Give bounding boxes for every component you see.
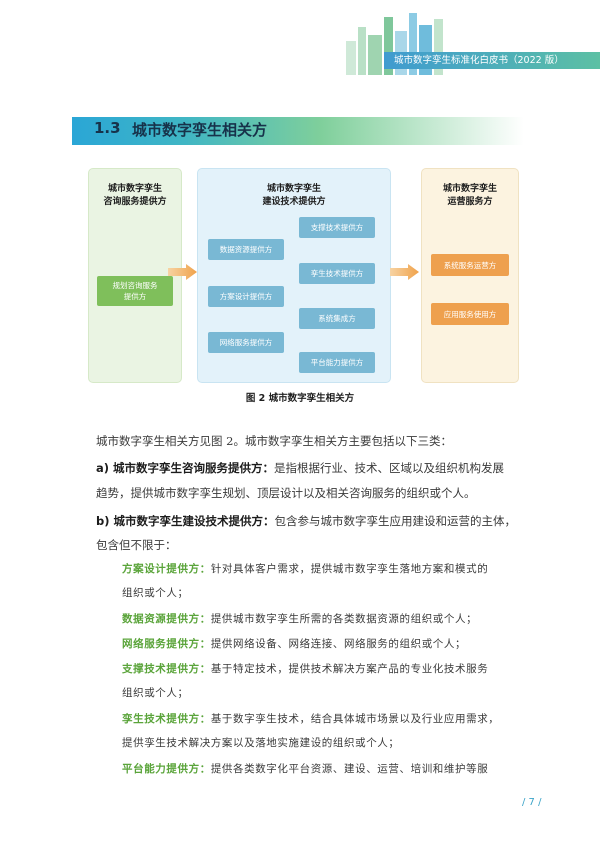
list-item: 平台能力提供方：提供各类数字化平台资源、建设、运营、培训和维护等服 (122, 761, 488, 776)
list-item-text: 基于特定技术，提供技术解决方案产品的专业化技术服务 (210, 663, 489, 675)
list-item: 网络服务提供方：提供网络设备、网络连接、网络服务的组织或个人； (122, 636, 466, 651)
list-item-text: 针对具体客户需求，提供城市数字孪生落地方案和模式的 (210, 563, 489, 575)
chip-app-users: 应用服务使用方 (431, 303, 509, 325)
intro-paragraph: 城市数字孪生相关方见图 2。城市数字孪生相关方主要包括以下三类： (96, 434, 452, 448)
list-item-cont: 提供孪生技术解决方案以及落地实施建设的组织或个人； (122, 737, 400, 749)
list-item: 孪生技术提供方：基于数字孪生技术，结合具体城市场景以及行业应用需求， (122, 711, 499, 726)
list-item-label: 数据资源提供方： (122, 613, 211, 625)
list-item-label: 平台能力提供方： (122, 763, 211, 775)
list-item-label: 孪生技术提供方： (122, 713, 211, 725)
chip-system-integration: 系统集成方 (299, 308, 375, 329)
item-b-line1: b) 城市数字孪生建设技术提供方：包含参与城市数字孪生应用建设和运营的主体， (96, 513, 516, 529)
consult-chip: 规划咨询服务 提供方 (97, 276, 173, 306)
list-item-text: 提供城市数字孪生所需的各类数据资源的组织或个人； (210, 613, 478, 625)
item-a-label: a) 城市数字孪生咨询服务提供方： (96, 461, 275, 475)
list-item-label: 方案设计提供方： (122, 563, 211, 575)
build-title-2: 建设技术提供方 (262, 197, 326, 207)
build-title-1: 城市数字孪生 (266, 184, 321, 194)
figure-caption: 图 2 城市数字孪生相关方 (245, 393, 355, 404)
section-heading: 1.3 城市数字孪生相关方 (72, 117, 524, 145)
consult-title-1: 城市数字孪生 (107, 184, 162, 194)
header-title: 城市数字孪生标准化白皮书（2022 版） (384, 52, 600, 69)
list-item-label: 支撑技术提供方： (122, 663, 211, 675)
item-b-text-2: 包含但不限于： (96, 538, 177, 552)
list-item-text: 提供各类数字化平台资源、建设、运营、培训和维护等服 (210, 763, 489, 775)
list-item: 支撑技术提供方：基于特定技术，提供技术解决方案产品的专业化技术服务 (122, 661, 488, 676)
list-item-cont: 组织或个人； (122, 687, 189, 699)
chip-support-tech: 支撑技术提供方 (299, 217, 375, 238)
consult-title-2: 咨询服务提供方 (103, 197, 167, 207)
ops-title-1: 城市数字孪生 (442, 184, 497, 194)
item-b-text-1: 包含参与城市数字孪生应用建设和运营的主体， (274, 514, 517, 528)
page-number: / 7 / (522, 797, 542, 808)
chip-data-resource: 数据资源提供方 (208, 239, 284, 260)
build-panel: 城市数字孪生 建设技术提供方 数据资源提供方 方案设计提供方 网络服务提供方 支… (197, 168, 391, 383)
item-a-line1: a) 城市数字孪生咨询服务提供方：是指根据行业、技术、区域以及组织机构发展 (96, 460, 504, 476)
list-item: 方案设计提供方：针对具体客户需求，提供城市数字孪生落地方案和模式的 (122, 561, 488, 576)
consult-chip-line1: 规划咨询服务 (112, 281, 158, 290)
list-item: 数据资源提供方：提供城市数字孪生所需的各类数据资源的组织或个人； (122, 611, 477, 626)
chip-platform-capability: 平台能力提供方 (299, 352, 375, 373)
ops-panel: 城市数字孪生 运营服务方 系统服务运营方 应用服务使用方 (421, 168, 519, 383)
item-a-text-1: 是指根据行业、技术、区域以及组织机构发展 (274, 461, 505, 475)
arrow-right-icon (390, 264, 419, 280)
consult-chip-line2: 提供方 (123, 292, 147, 301)
list-item-cont: 组织或个人； (122, 587, 189, 599)
section-number: 1.3 (94, 119, 121, 137)
chip-solution-design: 方案设计提供方 (208, 286, 284, 307)
list-item-text: 提供网络设备、网络连接、网络服务的组织或个人； (210, 638, 467, 650)
chip-system-ops: 系统服务运营方 (431, 254, 509, 276)
chip-twin-tech: 孪生技术提供方 (299, 263, 375, 284)
arrow-right-icon (168, 264, 197, 280)
list-item-label: 网络服务提供方： (122, 638, 211, 650)
chip-network-service: 网络服务提供方 (208, 332, 284, 353)
item-a-text-2: 趋势，提供城市数字孪生规划、顶层设计以及相关咨询服务的组织或个人。 (96, 486, 476, 500)
ops-title-2: 运营服务方 (447, 197, 493, 207)
list-item-text: 基于数字孪生技术，结合具体城市场景以及行业应用需求， (210, 713, 500, 725)
section-title: 城市数字孪生相关方 (132, 121, 268, 139)
item-b-label: b) 城市数字孪生建设技术提供方： (96, 514, 275, 528)
